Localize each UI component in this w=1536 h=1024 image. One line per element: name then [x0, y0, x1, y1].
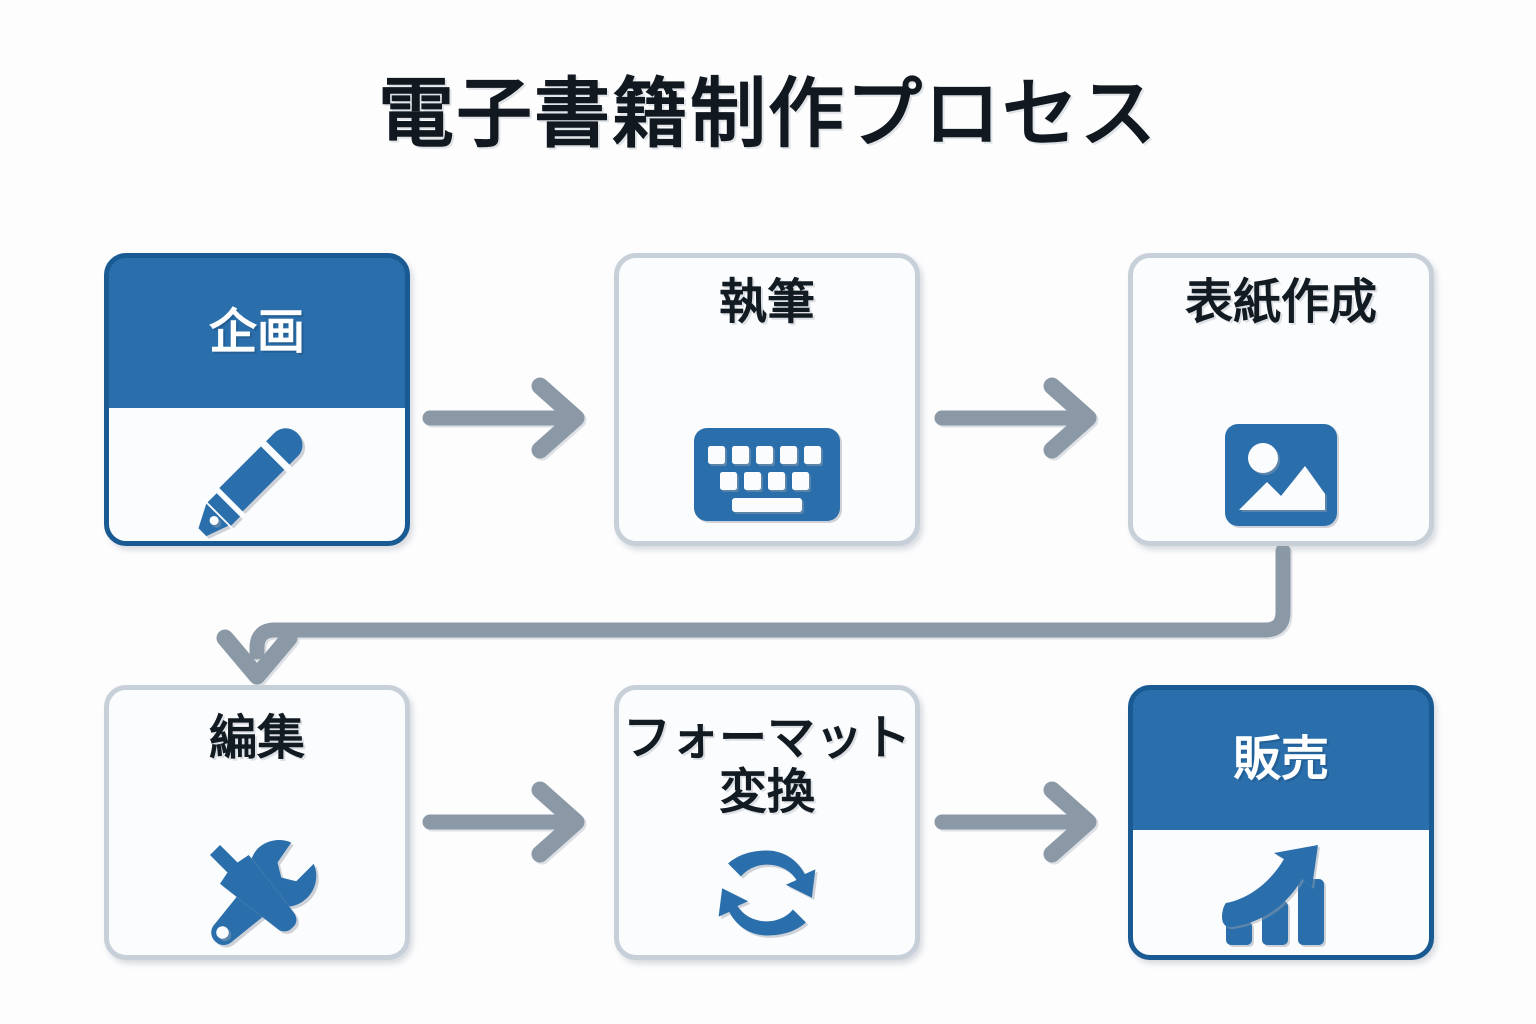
flow-node-write-icon-area — [619, 408, 915, 541]
flow-node-sell-icon-area — [1133, 830, 1429, 955]
flow-node-edit-icon-area — [109, 830, 405, 955]
flow-node-sell-label: 販売 — [1133, 690, 1429, 830]
flow-node-sell[interactable]: 販売 — [1128, 685, 1434, 960]
keyboard-icon — [692, 422, 842, 527]
flow-node-cover[interactable]: 表紙作成 — [1128, 253, 1434, 546]
flow-node-plan[interactable]: 企画 — [104, 253, 410, 546]
flow-node-cover-label: 表紙作成 — [1184, 274, 1377, 330]
flow-node-cover-icon-area — [1133, 408, 1429, 541]
arrow-plan-to-write — [422, 377, 585, 459]
sync-arrows-icon — [708, 834, 826, 952]
arrow-edit-to-convert — [422, 781, 585, 863]
flow-node-plan-icon-area — [109, 408, 405, 541]
flow-node-convert-label: フォーマット 変換 — [619, 690, 915, 830]
flow-node-convert-label-line1: フォーマット — [622, 710, 911, 766]
page-title: 電子書籍制作プロセス — [378, 69, 1158, 158]
flow-node-convert[interactable]: フォーマット 変換 — [614, 685, 920, 960]
flow-node-write[interactable]: 執筆 — [614, 253, 920, 546]
tools-icon — [195, 830, 320, 955]
flow-node-edit[interactable]: 編集 — [104, 685, 410, 960]
flow-node-edit-label: 編集 — [208, 710, 305, 766]
arrow-convert-to-sell — [934, 781, 1097, 863]
growth-chart-icon — [1218, 837, 1344, 949]
flow-node-convert-icon-area — [619, 830, 915, 955]
arrow-write-to-cover — [934, 377, 1097, 459]
flow-node-plan-label: 企画 — [109, 258, 405, 408]
image-icon — [1221, 420, 1341, 530]
flow-node-convert-label-line2: 変換 — [718, 763, 815, 820]
fountain-pen-icon — [192, 410, 322, 540]
flow-node-write-label: 執筆 — [718, 274, 815, 330]
arrow-cover-to-edit — [216, 543, 1291, 685]
